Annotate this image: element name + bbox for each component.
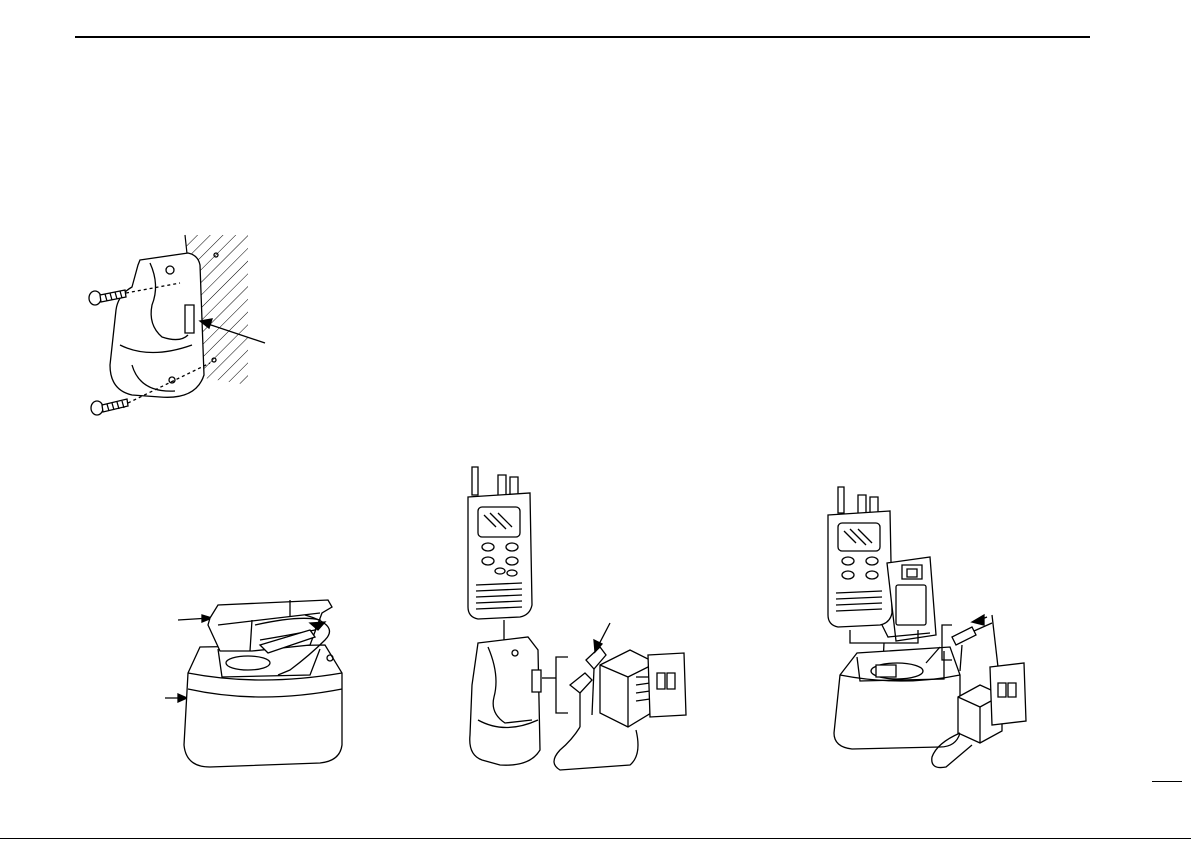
- wall-mount-figure: [80, 225, 280, 425]
- footer-rule: [0, 838, 1191, 839]
- header-rule: [75, 36, 1090, 38]
- charger-base-icon: [184, 645, 342, 767]
- holder-charging-figure: [460, 465, 700, 775]
- radio-icon: [828, 487, 892, 627]
- desktop-charger-icon: [834, 647, 960, 749]
- charger-base-figure: [160, 585, 350, 775]
- plug-icon: [952, 623, 992, 671]
- battery-charging-figure: [812, 485, 1052, 775]
- radio-icon: [468, 467, 532, 619]
- holder-icon: [470, 637, 540, 765]
- page-number-mark: [1152, 781, 1182, 782]
